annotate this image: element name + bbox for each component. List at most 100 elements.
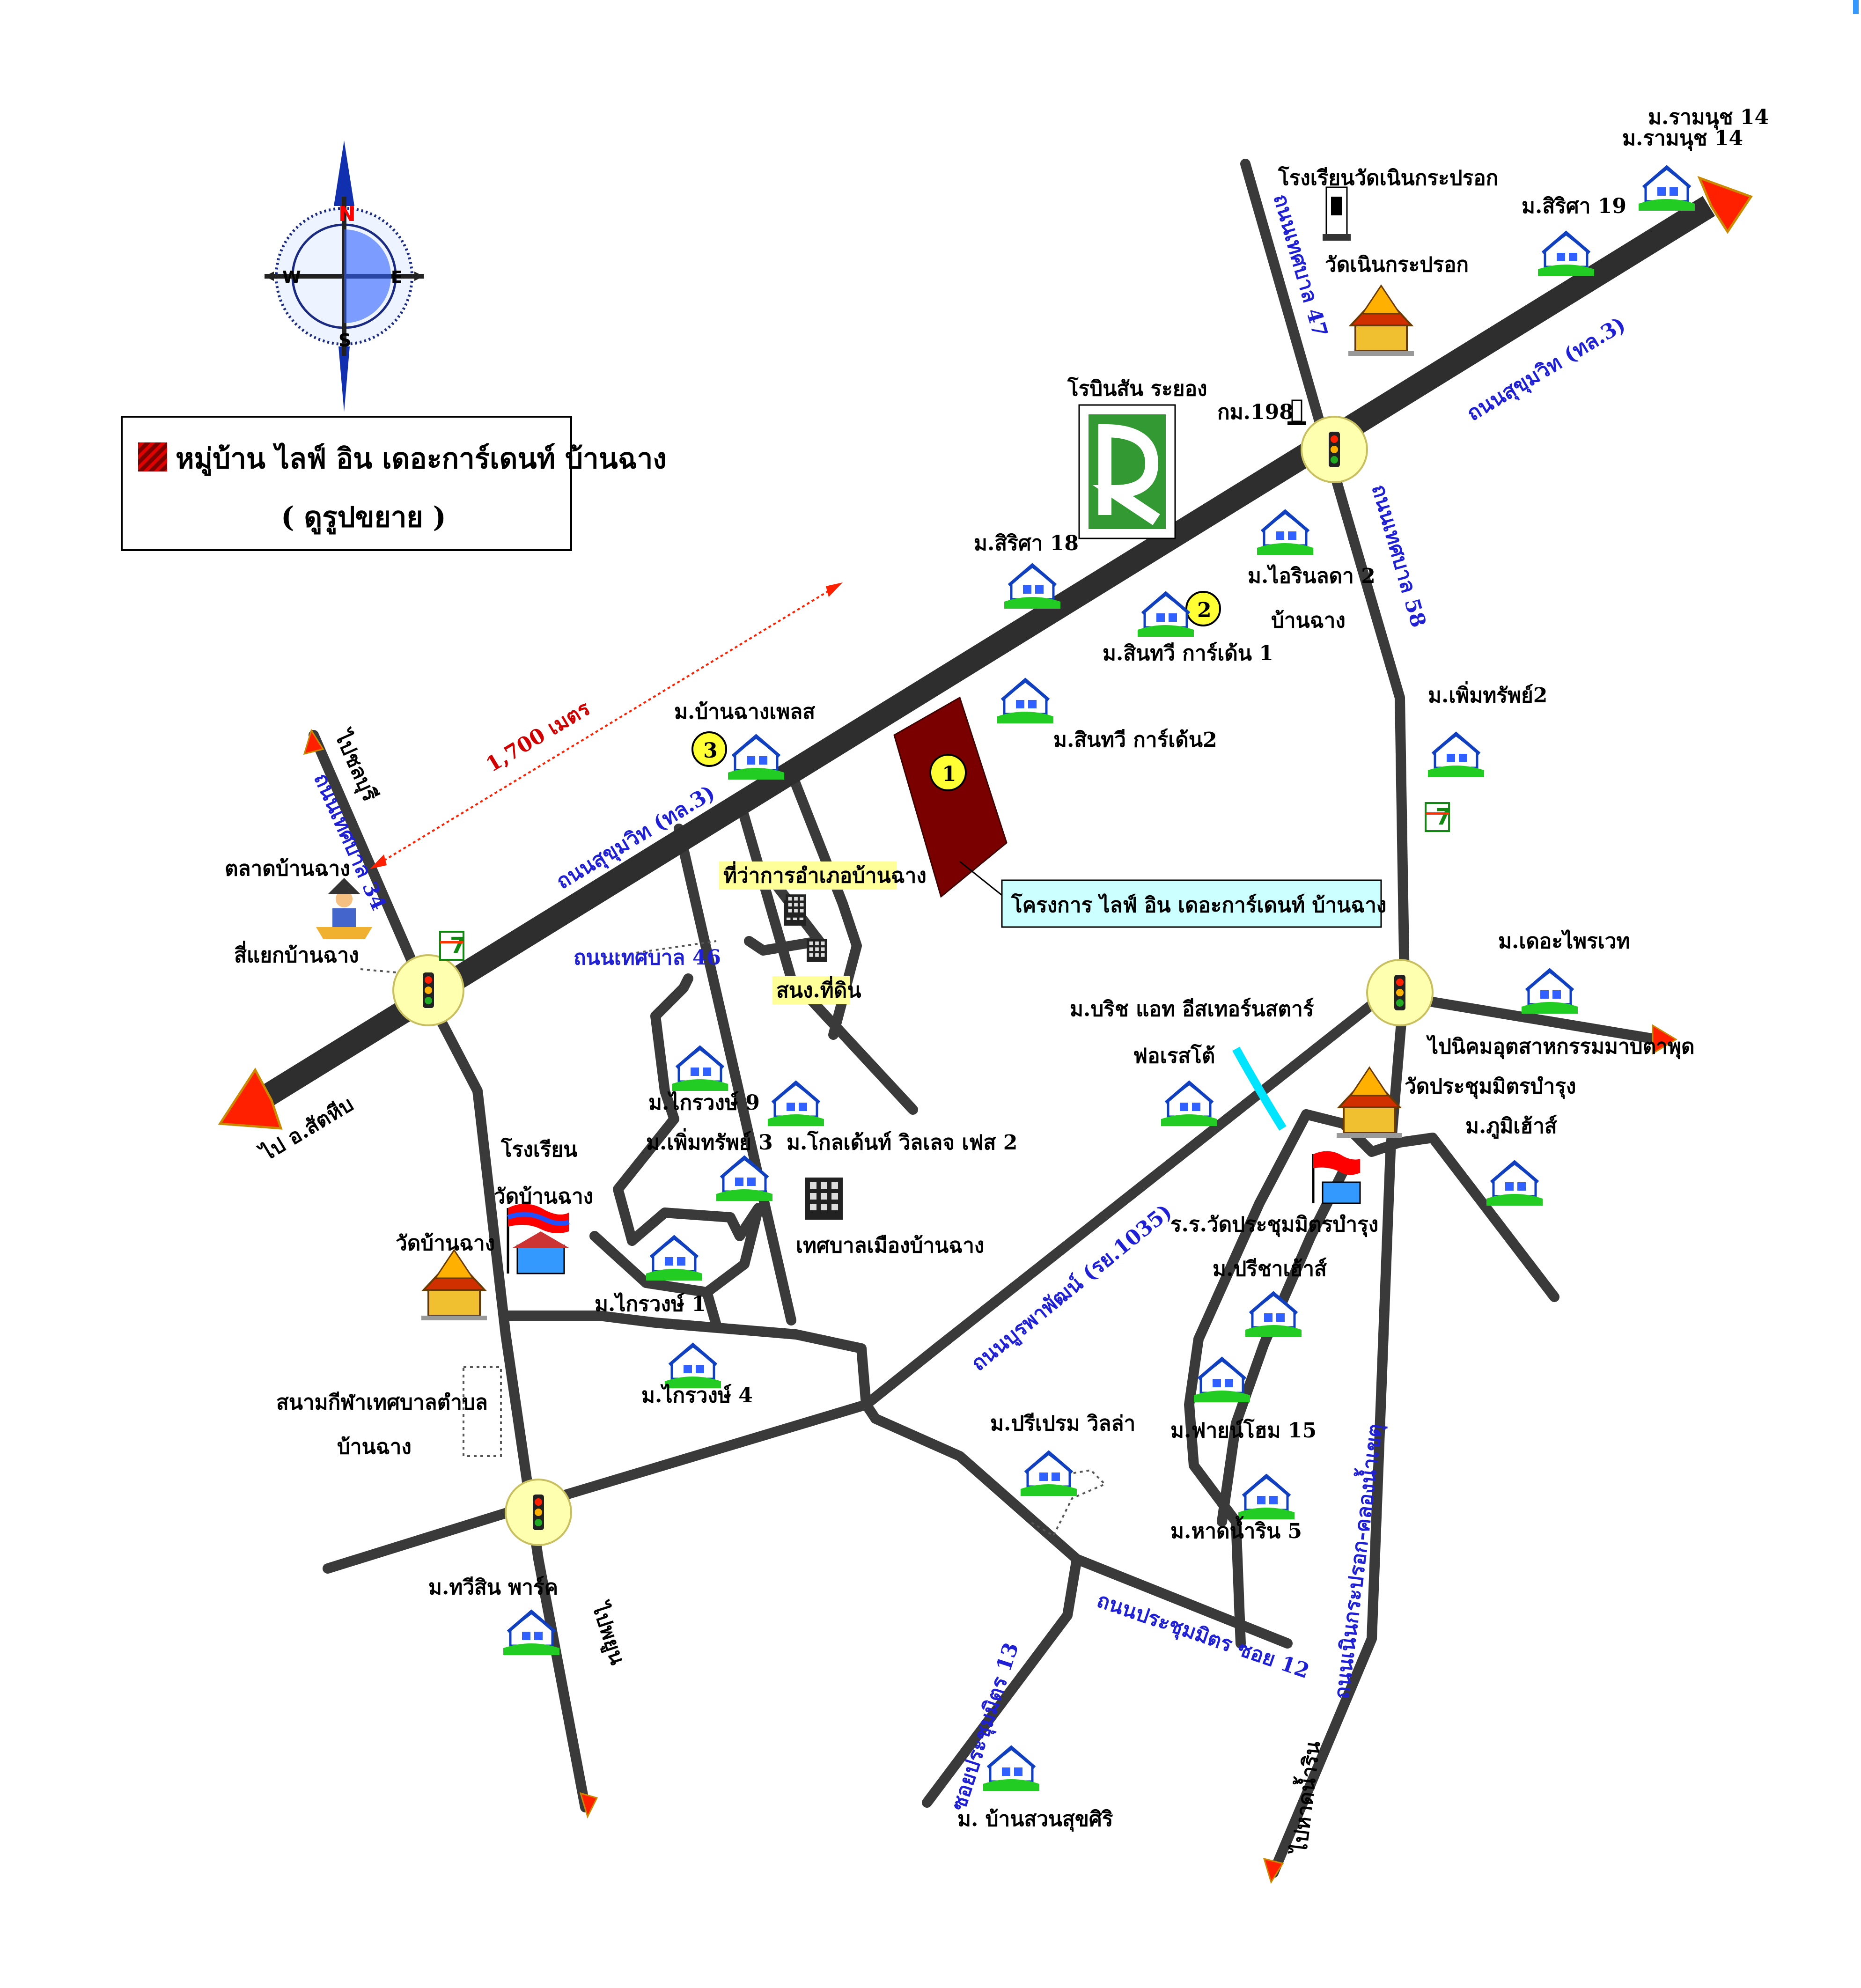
house-icon xyxy=(672,1047,728,1091)
road-burapat: ถนนบูรพาพัฒน์ (รย.1035) xyxy=(967,1200,1177,1376)
corner-mark xyxy=(1853,0,1859,14)
seven-eleven-icon xyxy=(439,931,467,961)
label-kraiwong4: ม.ไกรวงษ์ 4 xyxy=(641,1383,753,1407)
house-icon xyxy=(1238,1476,1295,1519)
legend-subtitle: ( ดูรูปขยาย ) xyxy=(281,501,446,535)
municipality-icon xyxy=(805,1178,843,1220)
label-banchang-place: ม.บ้านฉางเพลส xyxy=(674,700,815,724)
label-wat-prachum: วัดประชุมมิตรบำรุง xyxy=(1405,1075,1576,1099)
traffic-light-icon xyxy=(1394,975,1405,1010)
legend-title: หมู่บ้าน ไลฟ์ อิน เดอะการ์เดนท์ บ้านฉาง xyxy=(176,442,667,476)
label-ramanuch14b: ม.รามนุช 14 xyxy=(1622,126,1743,151)
label-hadnamrin: ม.หาดน้ำริน 5 xyxy=(1170,1516,1302,1543)
label-km198: กม.198 xyxy=(1217,400,1294,424)
house-icon xyxy=(997,680,1053,723)
house-icon xyxy=(1004,565,1060,609)
label-banchang: บ้านฉาง xyxy=(1271,609,1346,633)
direction-phayun: ไปพยูน xyxy=(586,1598,630,1668)
label-preecha: ม.ปรีชาเฮ้าส์ xyxy=(1213,1257,1327,1281)
arrow-phayun xyxy=(579,1792,598,1819)
label-sinthawee1: ม.สินทวี การ์เด้น 1 xyxy=(1103,641,1273,665)
label-irinlada: ม.ไอรินลดา 2 xyxy=(1248,564,1376,588)
label-stadium2: บ้านฉาง xyxy=(337,1435,412,1459)
traffic-light-icon xyxy=(423,972,434,1008)
direction-industrial: ไปนิคมอุตสาหกรรมมาบตาพุด xyxy=(1426,1034,1695,1060)
house-icon xyxy=(1486,1162,1543,1206)
label-land-office: สนง.ที่ดิน xyxy=(776,976,861,1002)
marker-2: 2 xyxy=(1197,598,1212,622)
road-tesaban46: ถนนเทศบาล 46 xyxy=(574,946,721,970)
label-taweesin: ม.ทวีสิน พาร์ค xyxy=(428,1576,558,1599)
house-icon xyxy=(1257,511,1313,555)
land-office-icon xyxy=(807,939,827,962)
place-labels: ม.รามนุช 14 ม.รามนุช 14 โรงเรียนวัดเนินก… xyxy=(225,105,1769,1832)
numbered-markers: 1 2 3 xyxy=(691,591,1221,791)
label-fayyen: ม.ฟายน์โฮม 15 xyxy=(1170,1418,1317,1443)
label-school-noen: โรงเรียนวัดเนินกระปรอก xyxy=(1278,165,1498,190)
label-junction: สี่แยกบ้านฉาง xyxy=(234,941,359,967)
label-ramanuch14a: ม.รามนุช 14 xyxy=(1648,105,1769,130)
compass-w: W xyxy=(282,268,301,287)
arrow-cholburi xyxy=(303,729,324,755)
label-suansuk: ม. บ้านสวนสุขศิริ xyxy=(957,1807,1113,1832)
arrow-rayong xyxy=(1697,176,1753,234)
robinson-logo xyxy=(1078,404,1176,539)
marker-1: 1 xyxy=(942,762,956,786)
district-office-icon xyxy=(786,894,806,918)
house-icon xyxy=(1428,734,1484,777)
label-phumi: ม.ภูมิเฮ้าส์ xyxy=(1465,1114,1557,1139)
label-market: ตลาดบ้านฉาง xyxy=(225,857,350,881)
project-parcel: โครงการ ไลฟ์ อิน เดอะการ์เดนท์ บ้านฉาง xyxy=(893,696,1386,928)
project-callout-text: โครงการ ไลฟ์ อิน เดอะการ์เดนท์ บ้านฉาง xyxy=(1011,892,1386,917)
label-school-prachum: ร.ร.วัดประชุมมิตรบำรุง xyxy=(1170,1213,1378,1237)
label-sirisa18: ม.สิริศา 18 xyxy=(974,531,1079,555)
label-permsap2: ม.เพิ่มทรัพย์2 xyxy=(1428,681,1547,707)
school-bell-icon xyxy=(1323,186,1351,241)
compass-e: E xyxy=(391,268,403,287)
label-sinthawee2: ม.สินทวี การ์เด้น2 xyxy=(1053,728,1217,752)
house-icon xyxy=(1021,1452,1077,1496)
label-district-office-bg xyxy=(719,861,897,890)
sukhumvit-highway xyxy=(218,176,1753,1130)
compass-n: N xyxy=(338,202,356,226)
label-land-office-bg xyxy=(772,976,850,1004)
compass-s: S xyxy=(338,330,351,351)
house-icon xyxy=(983,1747,1039,1791)
label-school-banchang: โรงเรียน xyxy=(500,1137,577,1162)
distance-indicator: 1,700 เมตร xyxy=(370,582,843,869)
seven-eleven-icon xyxy=(1425,802,1452,832)
house-icon xyxy=(716,1157,772,1201)
label-preeprem: ม.ปรีเปรม วิลล่า xyxy=(990,1412,1135,1436)
temple-icon xyxy=(420,1249,488,1321)
house-icon xyxy=(728,736,784,780)
label-wat-noen: วัดเนินกระปรอก xyxy=(1325,253,1469,277)
distance-label: 1,700 เมตร xyxy=(482,696,594,777)
label-golden: ม.โกลเด้นท์ วิลเลจ เฟส 2 xyxy=(787,1130,1017,1155)
house-icon xyxy=(768,1082,824,1126)
house-icon xyxy=(1194,1359,1250,1402)
project-callout xyxy=(1001,879,1382,928)
label-school-banchang2: วัดบ้านฉาง xyxy=(494,1185,593,1208)
house-icon xyxy=(1538,233,1594,276)
direction-beach: ไปหาดน้ำริน xyxy=(1284,1739,1325,1856)
school-flag-icon xyxy=(507,1204,570,1274)
house-icon xyxy=(1639,167,1695,211)
km-post-icon xyxy=(1287,399,1306,425)
label-permsap3: ม.เพิ่มทรัพย์ 3 xyxy=(646,1128,773,1155)
junctions xyxy=(392,416,1434,1546)
label-municipality: เทศบาลเมืองบ้านฉาง xyxy=(796,1234,984,1258)
label-foresto: ฟอเรสโต้ xyxy=(1133,1043,1215,1068)
traffic-light-icon xyxy=(1329,432,1340,467)
label-sirisa19: ม.สิริศา 19 xyxy=(1522,194,1626,218)
house-icon xyxy=(665,1345,721,1388)
label-british: ม.บริช แอท อีสเทอร์นสตาร์ xyxy=(1070,997,1314,1021)
school-flag-icon xyxy=(1312,1151,1361,1204)
arrow-sattahip xyxy=(218,1068,283,1130)
market-vendor-icon xyxy=(316,878,372,939)
label-kraiwong1: ม.ไกรวงษ์ 1 xyxy=(595,1292,706,1316)
label-stadium: สนามกีฬาเทศบาลตำบล xyxy=(276,1391,488,1414)
label-robinson: โรบินสัน ระยอง xyxy=(1067,376,1207,401)
house-icon xyxy=(1161,1082,1217,1126)
label-wat-banchang: วัดบ้านฉาง xyxy=(396,1231,495,1255)
